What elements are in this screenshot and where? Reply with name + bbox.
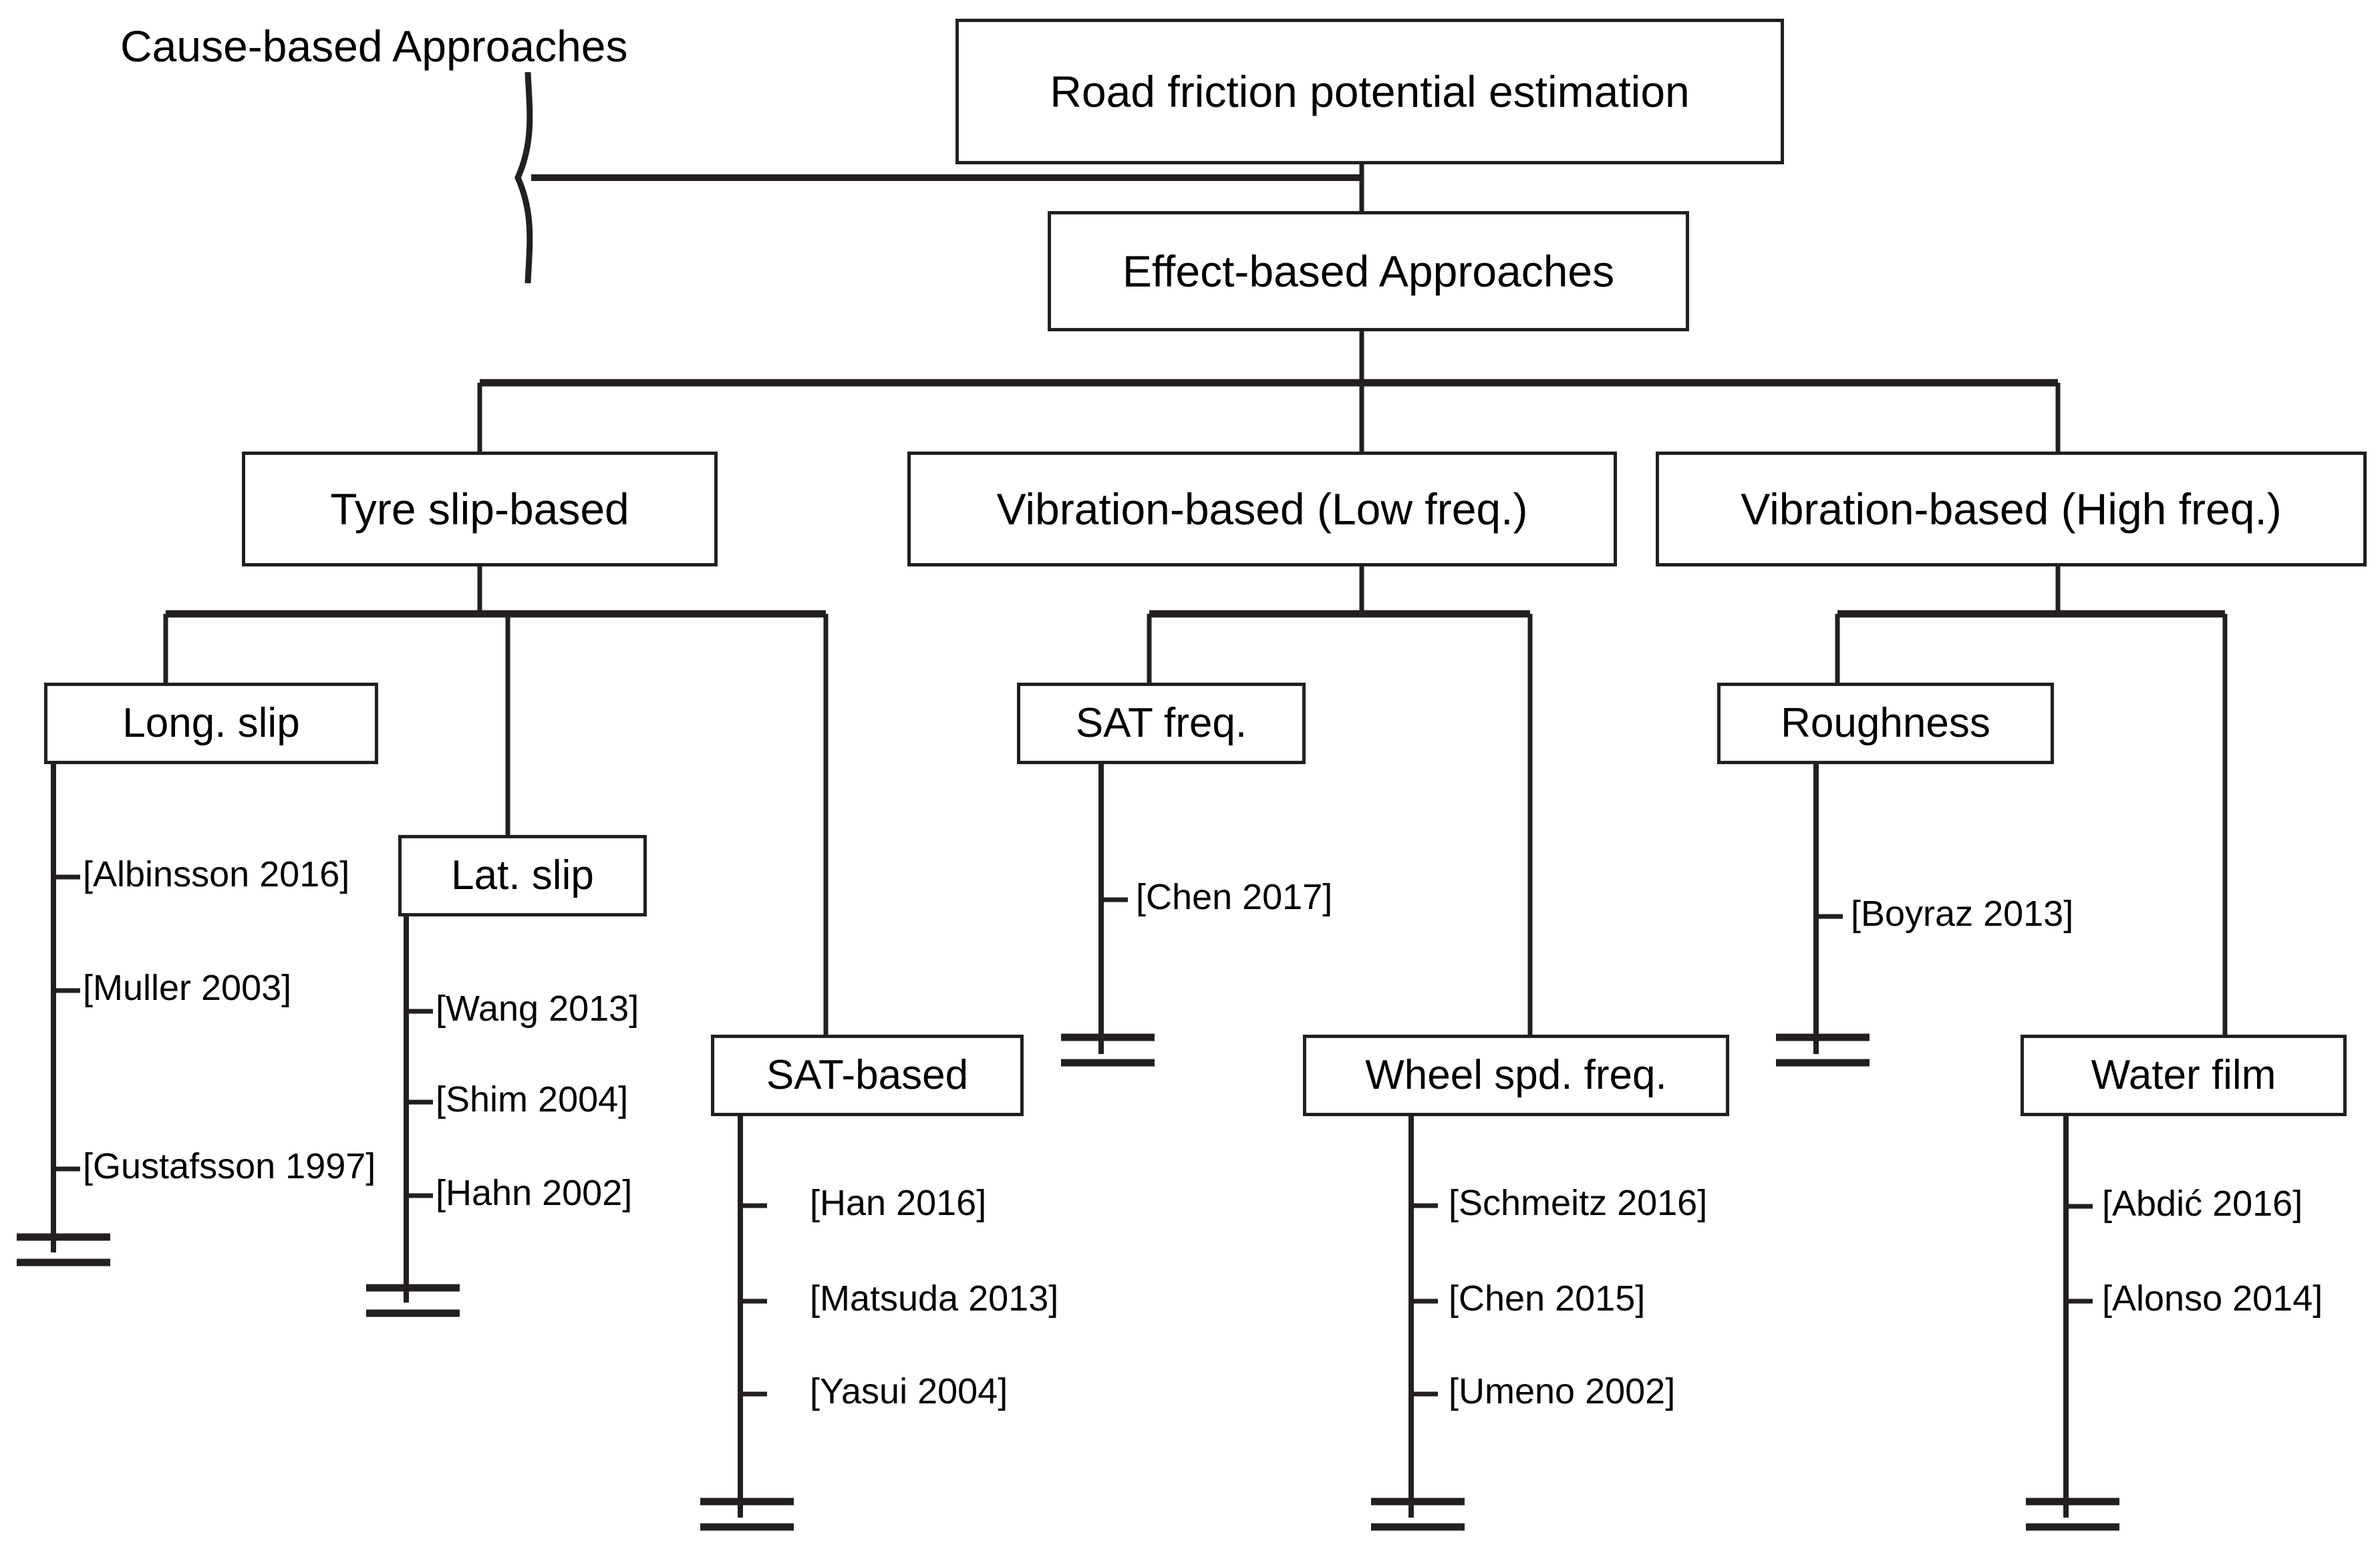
reference-item[interactable]: [Muller 2003]	[83, 968, 292, 1008]
reference-item[interactable]: [Yasui 2004]	[810, 1371, 1008, 1411]
reference-item[interactable]: [Chen 2015]	[1449, 1278, 1646, 1319]
reference-item[interactable]: [Chen 2017]	[1136, 877, 1333, 917]
node-vibration-based-high-freq[interactable]: Vibration-based (High freq.)	[1656, 452, 2367, 566]
reference-item[interactable]: [Umeno 2002]	[1449, 1371, 1676, 1411]
reference-item[interactable]: [Han 2016]	[810, 1183, 987, 1223]
reference-item[interactable]: [Albinsson 2016]	[83, 854, 350, 894]
node-sat-based[interactable]: SAT-based	[711, 1035, 1024, 1116]
node-effect-based-approaches[interactable]: Effect-based Approaches	[1048, 211, 1689, 331]
node-wheel-spd-freq[interactable]: Wheel spd. freq.	[1303, 1035, 1729, 1116]
node-sat-freq[interactable]: SAT freq.	[1017, 683, 1306, 764]
node-tyre-slip-based[interactable]: Tyre slip-based	[242, 452, 718, 566]
reference-item[interactable]: [Alonso 2014]	[2102, 1278, 2323, 1319]
node-vibration-based-low-freq[interactable]: Vibration-based (Low freq.)	[907, 452, 1617, 566]
reference-item[interactable]: [Shim 2004]	[436, 1079, 629, 1120]
node-long-slip[interactable]: Long. slip	[44, 683, 378, 764]
reference-item[interactable]: [Gustafsson 1997]	[83, 1146, 376, 1186]
node-water-film[interactable]: Water film	[2021, 1035, 2347, 1116]
node-roughness[interactable]: Roughness	[1717, 683, 2054, 764]
reference-item[interactable]: [Matsuda 2013]	[810, 1278, 1059, 1319]
node-lat-slip[interactable]: Lat. slip	[398, 835, 647, 916]
reference-item[interactable]: [Hahn 2002]	[436, 1173, 633, 1213]
node-root-road-friction-potential-estimation[interactable]: Road friction potential estimation	[955, 19, 1784, 164]
reference-item[interactable]: [Schmeitz 2016]	[1449, 1183, 1708, 1223]
reference-item[interactable]: [Boyraz 2013]	[1851, 894, 2074, 934]
reference-item[interactable]: [Abdić 2016]	[2102, 1184, 2303, 1224]
cause-based-approaches-label: Cause-based Approaches	[120, 21, 628, 71]
reference-item[interactable]: [Wang 2013]	[436, 989, 639, 1029]
